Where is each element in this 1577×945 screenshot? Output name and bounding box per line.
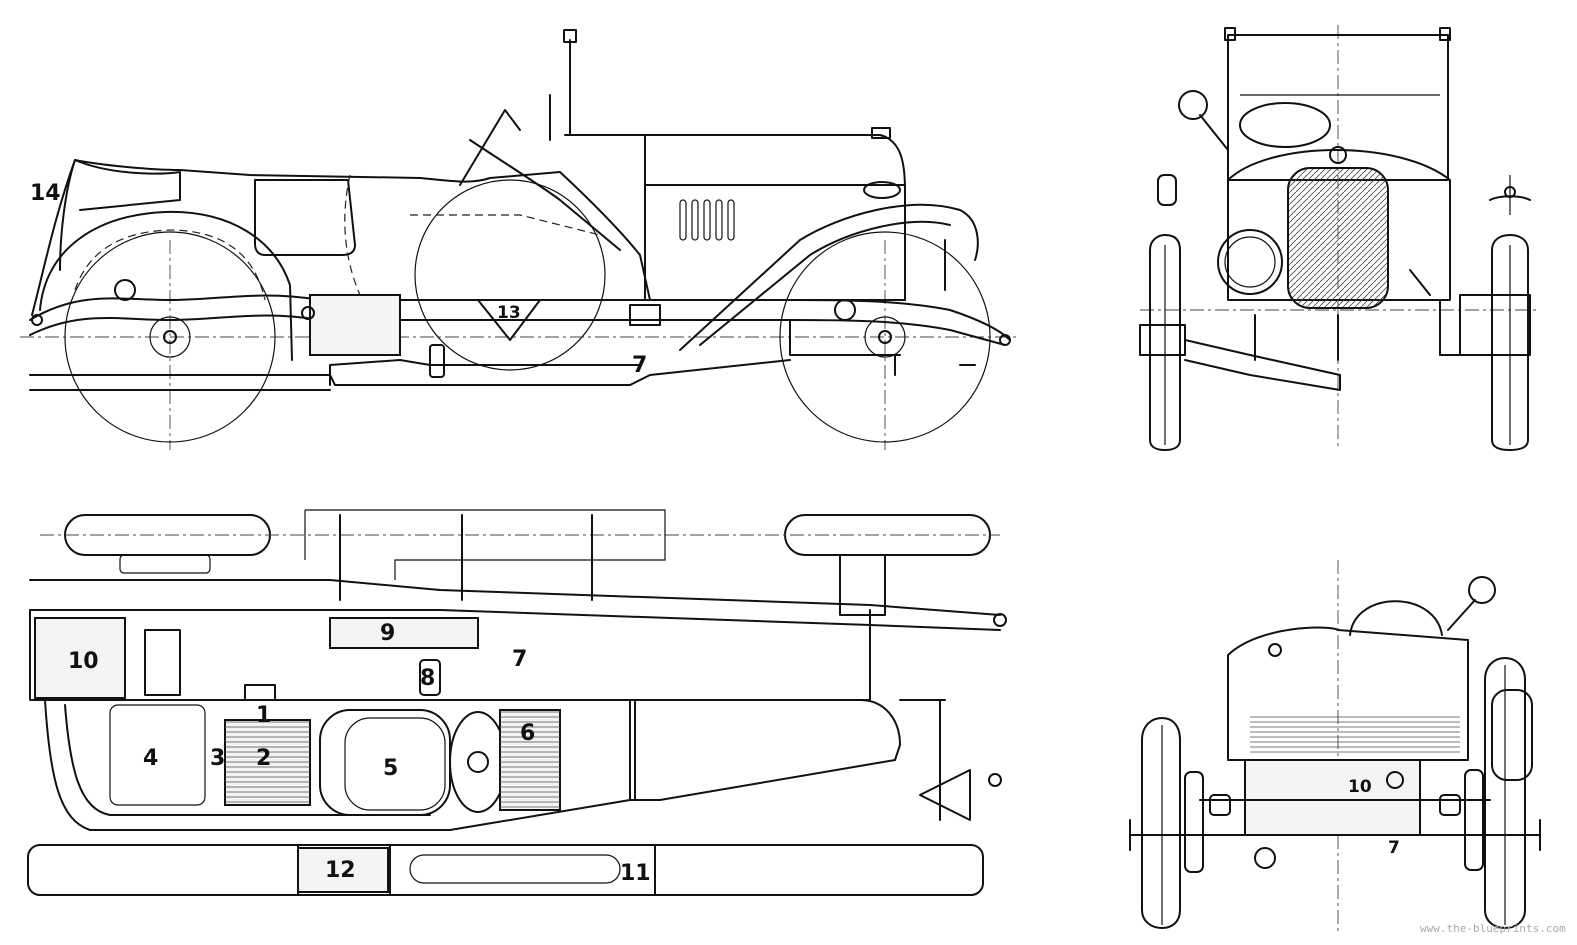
- front-view: [1139, 25, 1540, 451]
- steering-column: [469, 139, 621, 251]
- plan-box-10: [34, 617, 126, 699]
- body-outline: [31, 159, 651, 316]
- rear-right-wheel: [1439, 657, 1533, 929]
- number-plate-marker: [477, 299, 541, 341]
- callout-3-plan: 3: [210, 746, 225, 771]
- callout-6-plan: 6: [520, 721, 535, 746]
- radiator-grille: [1287, 167, 1389, 309]
- spare-wheel: [414, 179, 606, 371]
- front-wheel: [779, 231, 991, 443]
- callout-4-plan: 4: [143, 746, 158, 771]
- rear-body: [1227, 626, 1469, 761]
- plan-box-9: [329, 617, 479, 649]
- callout-7-rear: 7: [1388, 838, 1400, 858]
- rear-mudguard: [39, 210, 293, 361]
- plan-tonneau: [44, 699, 631, 831]
- watermark: www.the-blueprints.com: [1420, 922, 1566, 935]
- bonnet-louvres: [679, 199, 735, 241]
- steering-wheel-front: [1239, 102, 1331, 148]
- callout-10-plan: 10: [68, 649, 99, 674]
- callout-1-plan: 1: [256, 703, 271, 728]
- windscreen-frame: [459, 109, 521, 186]
- front-mudguard: [679, 203, 979, 351]
- front-left-wheel: [1139, 174, 1186, 451]
- bonnet-front: [1227, 149, 1451, 301]
- running-board: [29, 359, 791, 386]
- callout-5-plan: 5: [383, 756, 398, 781]
- side-view: 14 13 7: [20, 29, 1020, 450]
- rear-steering-wheel: [1349, 600, 1443, 636]
- plan-steering-wheel: [449, 711, 507, 813]
- front-right-wheel: [1491, 234, 1529, 451]
- callout-13-side: 13: [497, 303, 521, 323]
- callout-7-side: 7: [632, 353, 647, 378]
- rear-view: 10 7: [1129, 560, 1541, 935]
- callout-9-plan: 9: [380, 621, 395, 646]
- plan-exhaust-box: [297, 847, 389, 893]
- plan-body-outline: [29, 609, 871, 701]
- door: [254, 179, 356, 256]
- plan-running-board: [27, 844, 984, 896]
- plan-bonnet: [629, 699, 901, 801]
- rear-wheel: [64, 231, 276, 443]
- callout-14-side: 14: [30, 181, 61, 206]
- rear-left-wheel: [1141, 717, 1231, 929]
- rear-seat: [74, 159, 181, 211]
- callout-11-plan: 11: [620, 861, 651, 886]
- callout-7-plan: 7: [512, 647, 527, 672]
- callout-2-plan: 2: [256, 746, 271, 771]
- callout-8-plan: 8: [420, 666, 435, 691]
- front-axle: [1184, 339, 1341, 391]
- side-lamp: [1178, 90, 1208, 120]
- headlamp: [1217, 229, 1283, 295]
- rear-side-lamp: [1468, 576, 1496, 604]
- callout-12-plan: 12: [325, 858, 356, 883]
- plan-chassis-rail: [29, 579, 1001, 616]
- tool-box: [309, 294, 401, 356]
- plan-view: 9 10 7 8 1 4 3 2 5 6 12 11: [27, 509, 1007, 896]
- callout-10-rear: 10: [1348, 777, 1372, 797]
- bonnet: [563, 29, 906, 301]
